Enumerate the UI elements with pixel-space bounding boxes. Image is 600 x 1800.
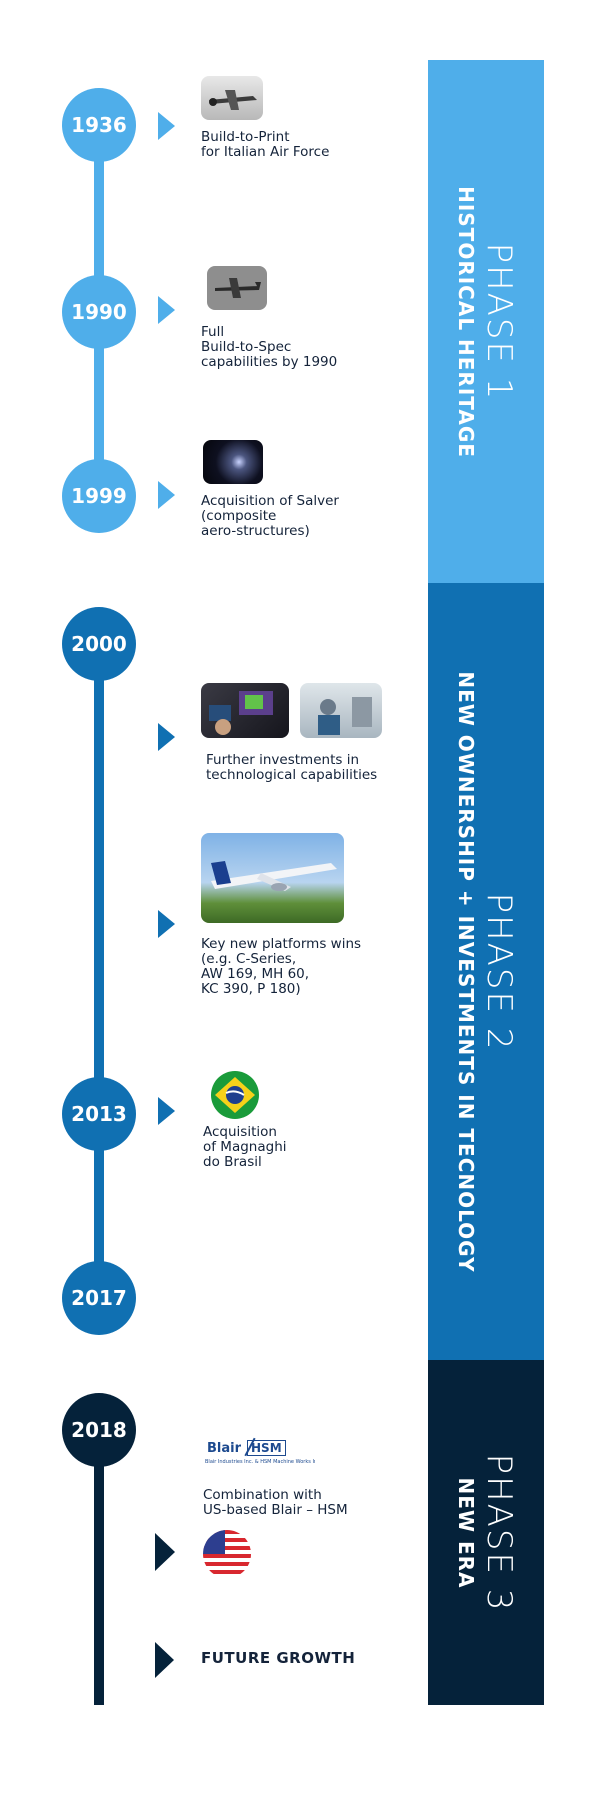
logo-fine-print: Blair Industries Inc. & HSM Machine Work…: [205, 1459, 315, 1465]
phase-3-label: PHASE 3: [479, 1453, 519, 1612]
arrow-future: [155, 1642, 174, 1678]
arrow-1990: [158, 296, 175, 324]
cseries-aircraft-photo: [201, 833, 344, 923]
engineering-workstation-photo: [201, 683, 289, 738]
year-2000-circle: 2000: [62, 607, 136, 681]
phase-2-label: PHASE 2: [479, 892, 519, 1051]
engineering-lab-photo: [300, 683, 382, 738]
caption-1990: Full Build-to-Spec capabilities by 1990: [201, 324, 338, 370]
caption-investments: Further investments in technological cap…: [206, 752, 378, 783]
phase-3-band: PHASE 3 NEW ERA: [428, 1360, 544, 1705]
usa-flag-icon: [203, 1530, 251, 1578]
phase-3-subtitle: NEW ERA: [454, 1477, 478, 1588]
year-2017-circle: 2017: [62, 1261, 136, 1335]
caption-1999: Acquisition of Salver (composite aero-st…: [201, 493, 339, 539]
blair-hsm-logo: Blair HSM Blair Industries Inc. & HSM Ma…: [203, 1437, 315, 1473]
phase-1-subtitle: HISTORICAL HERITAGE: [454, 185, 478, 458]
caption-2013: Acquisition of Magnaghi do Brasil: [203, 1124, 287, 1170]
logo-name-1: Blair: [207, 1440, 242, 1456]
future-growth-label: FUTURE GROWTH: [201, 1649, 356, 1667]
year-1936-circle: 1936: [62, 88, 136, 162]
timeline-line-phase-2: [94, 680, 104, 1310]
phase-2-band: PHASE 2 NEW OWNERSHIP + INVESTMENTS IN T…: [428, 583, 544, 1360]
composite-lab-photo: [203, 440, 263, 484]
year-2018-circle: 2018: [62, 1393, 136, 1467]
year-2013-circle: 2013: [62, 1077, 136, 1151]
arrow-2018: [155, 1533, 175, 1571]
arrow-1936: [158, 112, 175, 140]
caption-platforms: Key new platforms wins (e.g. C-Series, A…: [201, 936, 362, 997]
year-1999-circle: 1999: [62, 459, 136, 533]
phase-1-label: PHASE 1: [479, 242, 519, 401]
brazil-flag-icon: [211, 1071, 259, 1119]
arrow-investments: [158, 723, 175, 751]
year-1990-circle: 1990: [62, 275, 136, 349]
arrow-1999: [158, 481, 175, 509]
vintage-plane-photo: [201, 76, 263, 120]
transport-aircraft-photo: [207, 266, 267, 310]
timeline-line-phase-3: [94, 1460, 104, 1705]
phase-2-subtitle: NEW OWNERSHIP + INVESTMENTS IN TECNOLOGY: [454, 670, 478, 1273]
caption-2018: Combination with US-based Blair – HSM: [203, 1487, 348, 1518]
arrow-platforms: [158, 910, 175, 938]
caption-1936: Build-to-Print for Italian Air Force: [201, 129, 330, 160]
arrow-2013: [158, 1097, 175, 1125]
phase-1-band: PHASE 1 HISTORICAL HERITAGE: [428, 60, 544, 583]
